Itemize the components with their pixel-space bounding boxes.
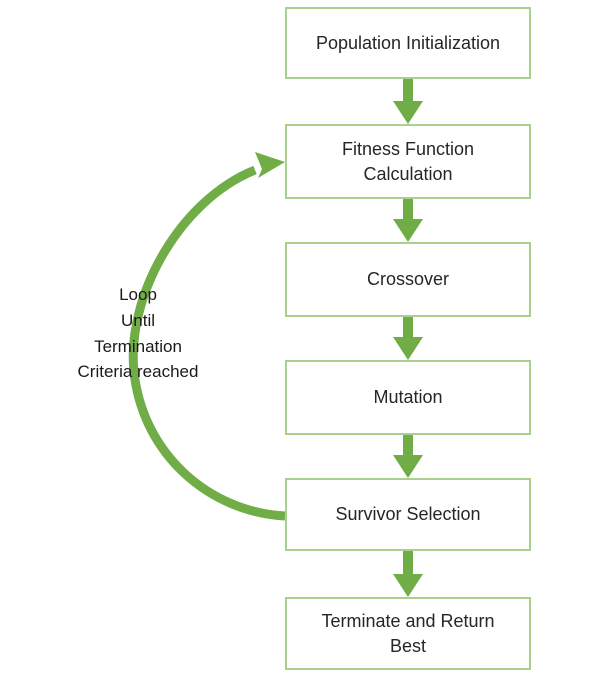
arrow-mutation-to-survivor — [393, 435, 423, 478]
node-label: Survivor Selection — [335, 504, 481, 525]
node-terminate-and-return-best[interactable]: Terminate and Return Best — [285, 597, 531, 670]
arrow-survivor-to-terminate — [393, 551, 423, 597]
node-label: Crossover — [366, 269, 450, 290]
node-fitness-function-calculation[interactable]: Fitness Function Calculation — [285, 124, 531, 199]
arrow-population-to-fitness — [393, 79, 423, 124]
node-label: Terminate and Return Best — [321, 611, 495, 656]
node-label: Fitness Function Calculation — [341, 139, 475, 184]
arrow-crossover-to-mutation — [393, 317, 423, 360]
node-crossover[interactable]: Crossover — [285, 242, 531, 317]
node-label: Population Initialization — [315, 32, 501, 53]
node-survivor-selection[interactable]: Survivor Selection — [285, 478, 531, 551]
node-label: Mutation — [373, 387, 443, 408]
node-population-initialization[interactable]: Population Initialization — [285, 7, 531, 79]
loop-condition-label: Loop Until Termination Criteria reached — [77, 285, 199, 382]
node-mutation[interactable]: Mutation — [285, 360, 531, 435]
arrow-fitness-to-crossover — [393, 199, 423, 242]
